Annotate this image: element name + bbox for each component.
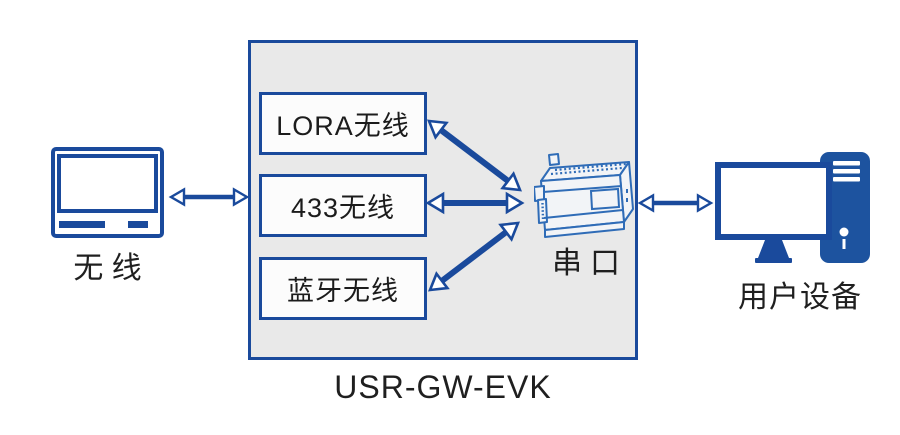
module-box-433: 433无线	[259, 174, 427, 237]
double-arrow-gateway-user	[637, 193, 714, 213]
right-device-label: 用户设备	[738, 281, 862, 314]
module-label-lora: LORA无线	[276, 111, 410, 141]
module-label-433: 433无线	[290, 193, 396, 223]
wireless-monitor-icon	[51, 147, 164, 238]
double-arrow-left-gateway	[168, 187, 250, 207]
gateway-title: USR-GW-EVK	[334, 369, 552, 405]
module-box-lora: LORA无线	[259, 92, 427, 155]
module-label-bluetooth: 蓝牙无线	[287, 276, 399, 306]
plc-serial-device-icon	[534, 153, 634, 238]
left-device-label: 无 线	[73, 252, 142, 285]
module-box-bluetooth: 蓝牙无线	[259, 257, 427, 320]
serial-port-label: 串口	[552, 247, 628, 280]
desktop-computer-icon	[715, 152, 870, 263]
